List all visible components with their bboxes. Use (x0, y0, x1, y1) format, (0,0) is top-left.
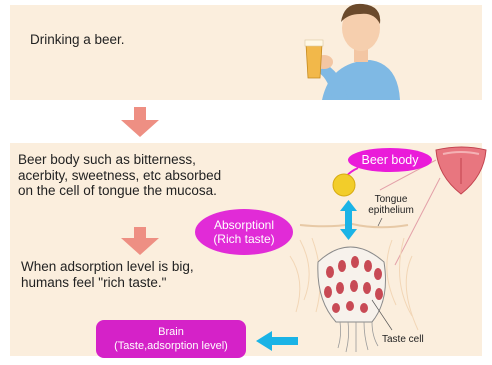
beer-body-ball-icon (333, 174, 355, 196)
tongue-epithelium-label: Tongue epithelium (363, 194, 419, 216)
taste-cell-label: Taste cell (382, 334, 424, 345)
bubble-line: (Rich taste) (195, 232, 293, 246)
signal-arrow-icon (256, 331, 298, 351)
label-line: epithelium (363, 205, 419, 216)
brain-box: Brain (Taste,adsorption level) (96, 320, 246, 358)
bubble-line: Absorptionl (195, 218, 293, 232)
flow-arrow-icon (121, 227, 159, 255)
beer-body-bubble: Beer body (348, 148, 432, 172)
label-line: Tongue (363, 194, 419, 205)
brain-title: Brain (96, 325, 246, 339)
flow-arrow-icon (121, 107, 159, 137)
tongue-icon (436, 147, 486, 194)
absorption-bubble: Absorptionl (Rich taste) (195, 209, 293, 255)
double-arrow-icon (340, 200, 357, 240)
brain-subtitle: (Taste,adsorption level) (96, 339, 246, 353)
taste-bud-icon (290, 224, 418, 352)
man-drinking-beer-icon (305, 4, 400, 100)
